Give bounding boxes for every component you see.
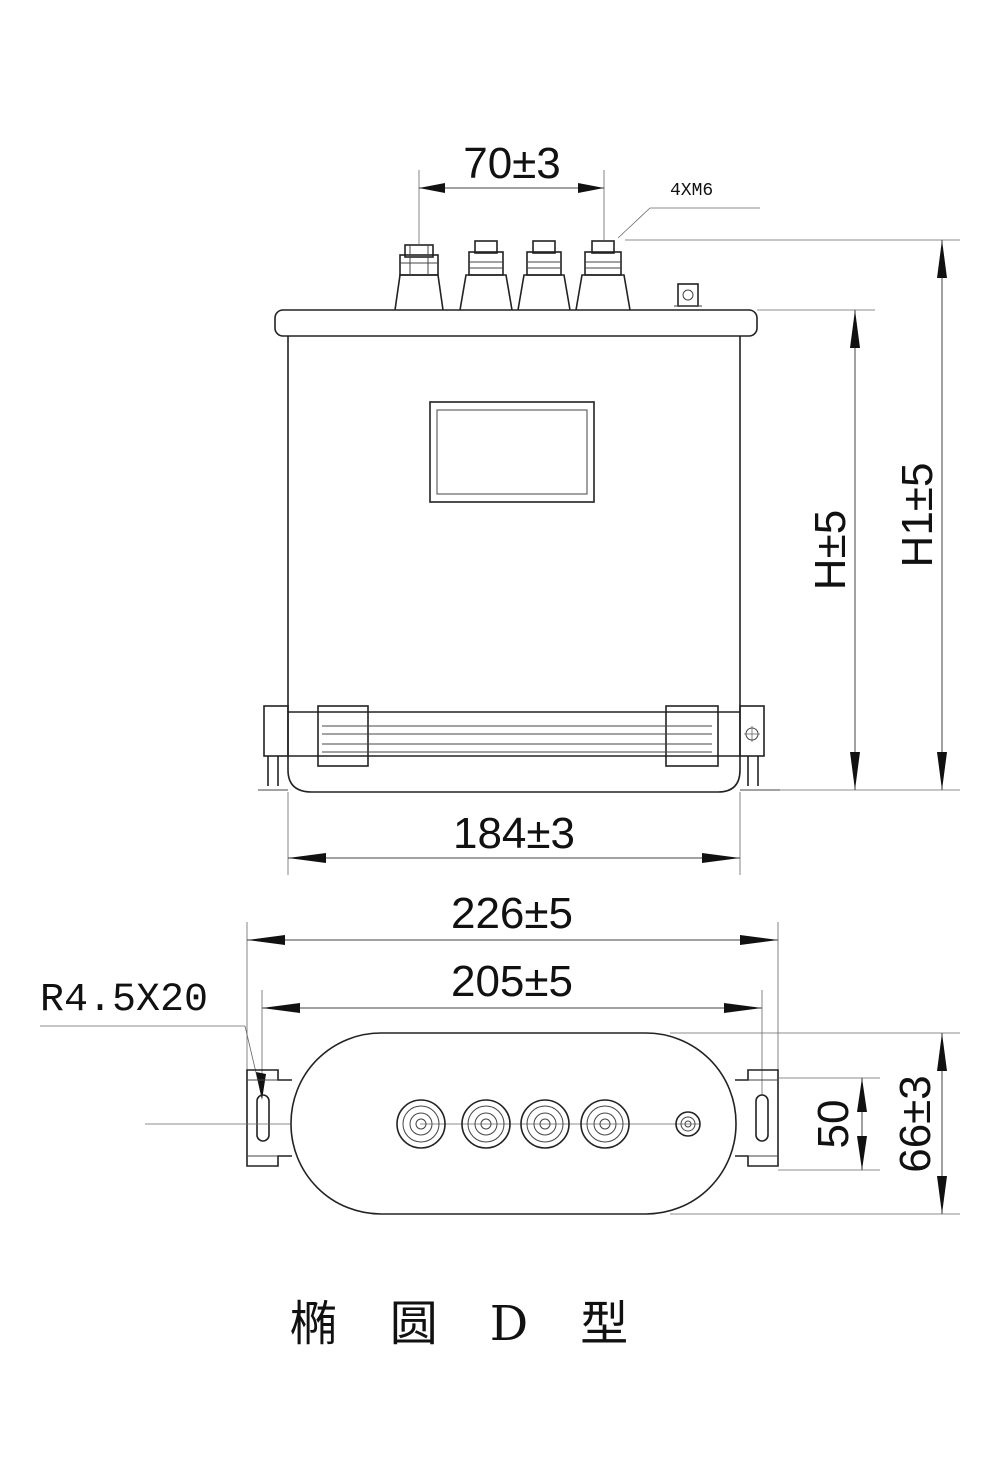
nameplate — [429, 401, 595, 503]
label-terminal-spacing: 70±3 — [463, 139, 561, 188]
terminal-1 — [394, 244, 444, 311]
label-mounting-width: 205±5 — [451, 957, 573, 1006]
oval-body-outline — [290, 1032, 737, 1215]
dimension-mounting-width: 205±5 — [261, 957, 763, 1095]
terminal-leader: 4XM6 — [617, 181, 760, 239]
terminal-bushing-2 — [461, 1099, 511, 1149]
front-view: 70±3 4XM6 H±5 H1±5 — [258, 139, 960, 875]
left-mounting-foot — [246, 1069, 292, 1167]
terminal-bushing-1 — [396, 1099, 446, 1149]
label-body-width: 184±3 — [453, 809, 575, 858]
capacitor-body — [287, 336, 741, 793]
mounting-bracket — [258, 705, 780, 791]
ground-stud — [674, 283, 702, 307]
ground-terminal-top — [675, 1111, 701, 1137]
bottom-view: 226±5 205±5 R4.5X20 — [40, 889, 960, 1215]
capacitor-lid — [274, 309, 758, 337]
dimension-depth: 66±3 — [670, 1032, 960, 1215]
label-overall-width: 226±5 — [451, 889, 573, 938]
right-mounting-foot — [735, 1069, 779, 1167]
dimension-body-width: 184±3 — [287, 792, 741, 875]
terminal-3 — [517, 240, 571, 311]
terminal-4 — [575, 240, 631, 311]
terminal-bushing-4 — [580, 1099, 630, 1149]
drawing-caption: 椭 圆 D 型 — [290, 1296, 631, 1352]
dimension-inner-depth: 50 — [778, 1077, 880, 1171]
slot-leader: R4.5X20 — [40, 978, 266, 1100]
label-depth: 66±3 — [891, 1075, 940, 1173]
label-inner-depth: 50 — [809, 1100, 858, 1149]
label-terminal-thread: 4XM6 — [670, 181, 713, 201]
terminal-2 — [459, 240, 513, 311]
terminal-bushing-3 — [520, 1099, 570, 1149]
label-total-height: H1±5 — [893, 463, 942, 568]
label-body-height: H±5 — [806, 510, 855, 590]
label-slot-size: R4.5X20 — [40, 978, 208, 1023]
dimension-terminal-spacing: 70±3 — [418, 139, 605, 245]
dimension-overall-width: 226±5 — [246, 889, 779, 1080]
dimension-body-height: H±5 — [757, 309, 875, 791]
dimension-total-height: H1±5 — [625, 239, 960, 791]
